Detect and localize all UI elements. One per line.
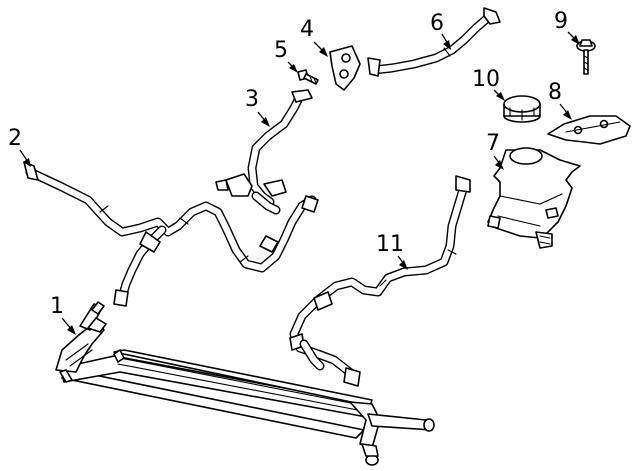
part-10-cap[interactable]: [503, 95, 541, 123]
callout-label-8: 8: [548, 80, 562, 105]
part-11-hose[interactable]: [289, 175, 471, 387]
callout-label-2: 2: [8, 126, 22, 151]
callout-label-6: 6: [430, 11, 444, 36]
part-4-bracket[interactable]: [329, 45, 361, 91]
part-2-hose[interactable]: [23, 161, 319, 307]
callout-label-11: 11: [376, 232, 404, 257]
part-3-hose[interactable]: [215, 89, 313, 215]
callout-9: 9: [554, 9, 580, 45]
callout-1: 1: [50, 294, 76, 335]
part-5-bolt[interactable]: [297, 69, 319, 85]
part-1-cooler[interactable]: [55, 301, 435, 466]
callout-label-10: 10: [472, 67, 500, 92]
callout-5: 5: [274, 38, 298, 73]
callout-7: 7: [486, 131, 504, 170]
part-6-hose[interactable]: [367, 7, 501, 77]
callout-11: 11: [376, 232, 408, 270]
callout-label-4: 4: [300, 17, 314, 42]
callout-4: 4: [300, 17, 328, 57]
part-7-reservoir[interactable]: [487, 147, 581, 249]
callout-label-5: 5: [274, 38, 288, 63]
callout-10: 10: [472, 67, 505, 101]
part-9-bolt[interactable]: [576, 39, 596, 75]
callout-label-1: 1: [50, 294, 64, 319]
part-8-bracket[interactable]: [547, 115, 631, 145]
callout-label-7: 7: [486, 131, 500, 156]
callout-label-9: 9: [554, 9, 568, 34]
callout-6: 6: [430, 11, 451, 50]
callout-2: 2: [8, 126, 31, 167]
callout-3: 3: [245, 87, 270, 127]
callout-label-3: 3: [245, 87, 259, 112]
callout-8: 8: [548, 80, 572, 120]
